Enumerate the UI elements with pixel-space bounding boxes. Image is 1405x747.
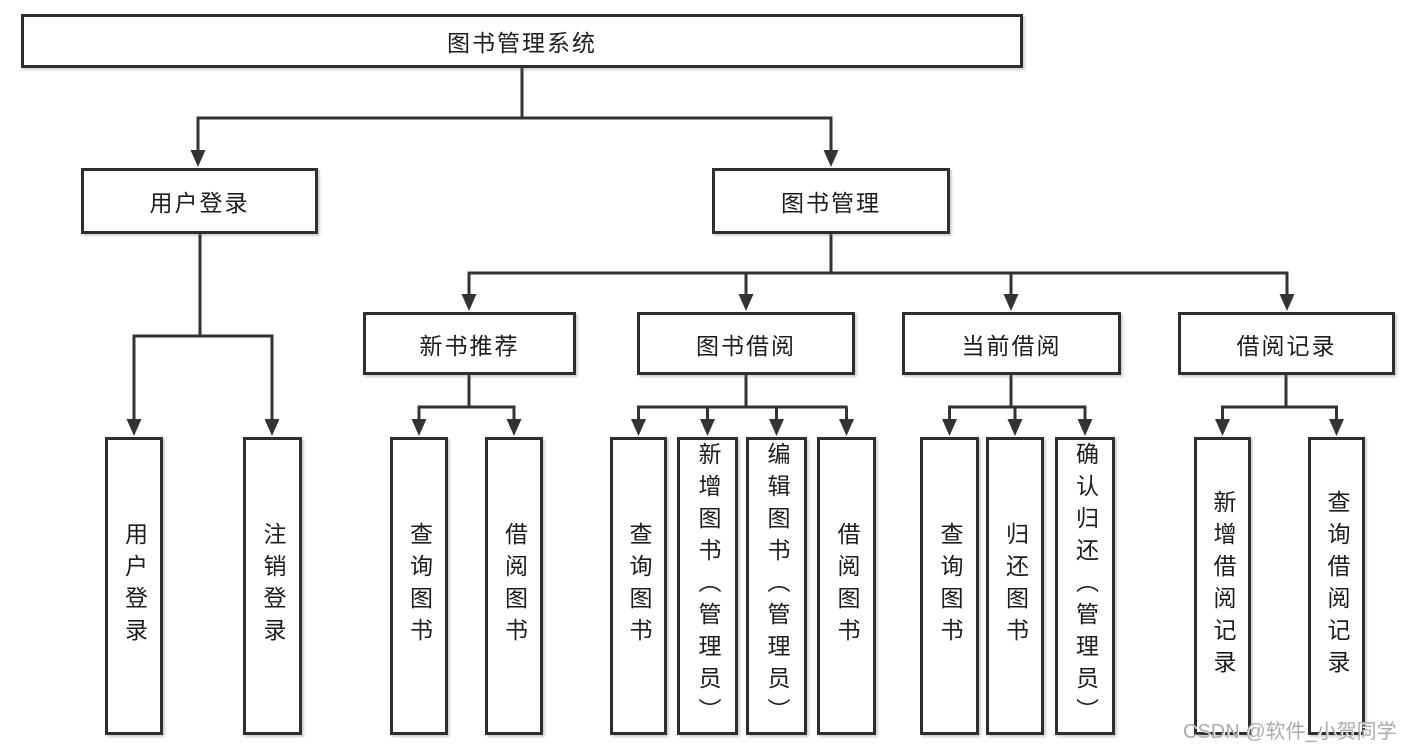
edge-new-book-rec-to-children <box>417 375 516 420</box>
node-query-books-borrowing: 查询图书 <box>610 437 667 735</box>
arrow-icon <box>631 419 646 436</box>
node-logout: 注销登录 <box>243 437 302 735</box>
node-user-login: 用户登录 <box>81 168 318 234</box>
node-label: 借阅图书 <box>834 522 860 650</box>
edge-user-login-to-children <box>132 234 274 420</box>
node-return-book: 归还图书 <box>986 437 1044 735</box>
edge-root-to-level2 <box>196 68 833 151</box>
node-query-borrow-record: 查询借阅记录 <box>1308 437 1365 735</box>
node-edit-book-admin: 编辑图书（管理员） <box>746 437 807 735</box>
node-user-login-leaf: 用户登录 <box>105 437 163 735</box>
node-label: 查询图书 <box>937 522 963 650</box>
arrow-icon <box>126 419 142 436</box>
node-label: 查询图书 <box>406 522 433 650</box>
arrow-icon <box>700 419 715 436</box>
node-add-book-admin: 新增图书（管理员） <box>677 437 738 735</box>
arrow-icon <box>839 419 854 436</box>
arrowhead-icons <box>126 150 1344 436</box>
node-label: 新增图书（管理员） <box>695 442 721 730</box>
node-label: 查询图书 <box>626 522 652 650</box>
node-label: 借阅记录 <box>1236 332 1337 359</box>
arrow-icon <box>769 419 784 436</box>
arrow-icon <box>411 419 427 436</box>
node-label: 新书推荐 <box>419 332 520 359</box>
arrow-icon <box>823 150 839 167</box>
arrow-icon <box>264 419 280 436</box>
node-label: 借阅图书 <box>501 522 528 650</box>
node-label: 归还图书 <box>1002 522 1029 650</box>
arrow-icon <box>1329 419 1344 436</box>
node-confirm-return-admin: 确认归还（管理员） <box>1055 437 1115 735</box>
node-new-book-recommend: 新书推荐 <box>363 312 576 375</box>
watermark: CSDN @软件_小贺同学 <box>1183 721 1397 743</box>
node-label: 图书借阅 <box>696 332 796 359</box>
node-label: 图书管理系统 <box>447 30 597 56</box>
node-book-borrowing: 图书借阅 <box>637 312 855 375</box>
connector-edges <box>132 68 1338 420</box>
node-label: 编辑图书（管理员） <box>764 442 790 730</box>
node-borrow-records: 借阅记录 <box>1178 312 1395 375</box>
node-label: 用户登录 <box>121 522 148 650</box>
arrow-icon <box>738 294 754 311</box>
arrow-icon <box>942 419 957 436</box>
arrow-icon <box>1007 419 1023 436</box>
node-label: 当前借阅 <box>961 332 1062 359</box>
node-library-system: 图书管理系统 <box>21 14 1023 68</box>
node-query-books-current: 查询图书 <box>920 437 979 735</box>
node-label: 新增借阅记录 <box>1210 490 1236 682</box>
arrow-icon <box>190 150 206 167</box>
edge-book-mgmt-to-level3 <box>467 234 1289 295</box>
arrow-icon <box>1077 419 1093 436</box>
arrow-icon <box>461 294 477 311</box>
arrow-icon <box>506 419 522 436</box>
node-book-management: 图书管理 <box>712 168 950 234</box>
node-label: 查询借阅记录 <box>1324 490 1350 682</box>
node-borrow-books-recommend: 借阅图书 <box>485 437 543 735</box>
node-current-borrowing: 当前借阅 <box>902 312 1121 375</box>
edge-borrow-records-to-children <box>1221 375 1338 420</box>
arrow-icon <box>1279 294 1295 311</box>
node-borrow-books-leaf: 借阅图书 <box>817 437 876 735</box>
node-add-borrow-record: 新增借阅记录 <box>1194 437 1251 735</box>
node-query-books-recommend: 查询图书 <box>390 437 448 735</box>
arrow-icon <box>1215 419 1230 436</box>
node-label: 图书管理 <box>781 190 881 216</box>
node-label: 用户登录 <box>149 190 250 216</box>
arrow-icon <box>1003 294 1019 311</box>
edge-current-borrow-to-children <box>948 375 1087 420</box>
node-label: 确认归还（管理员） <box>1072 442 1099 730</box>
edge-book-borrow-to-children <box>637 375 848 420</box>
node-label: 注销登录 <box>260 522 286 650</box>
